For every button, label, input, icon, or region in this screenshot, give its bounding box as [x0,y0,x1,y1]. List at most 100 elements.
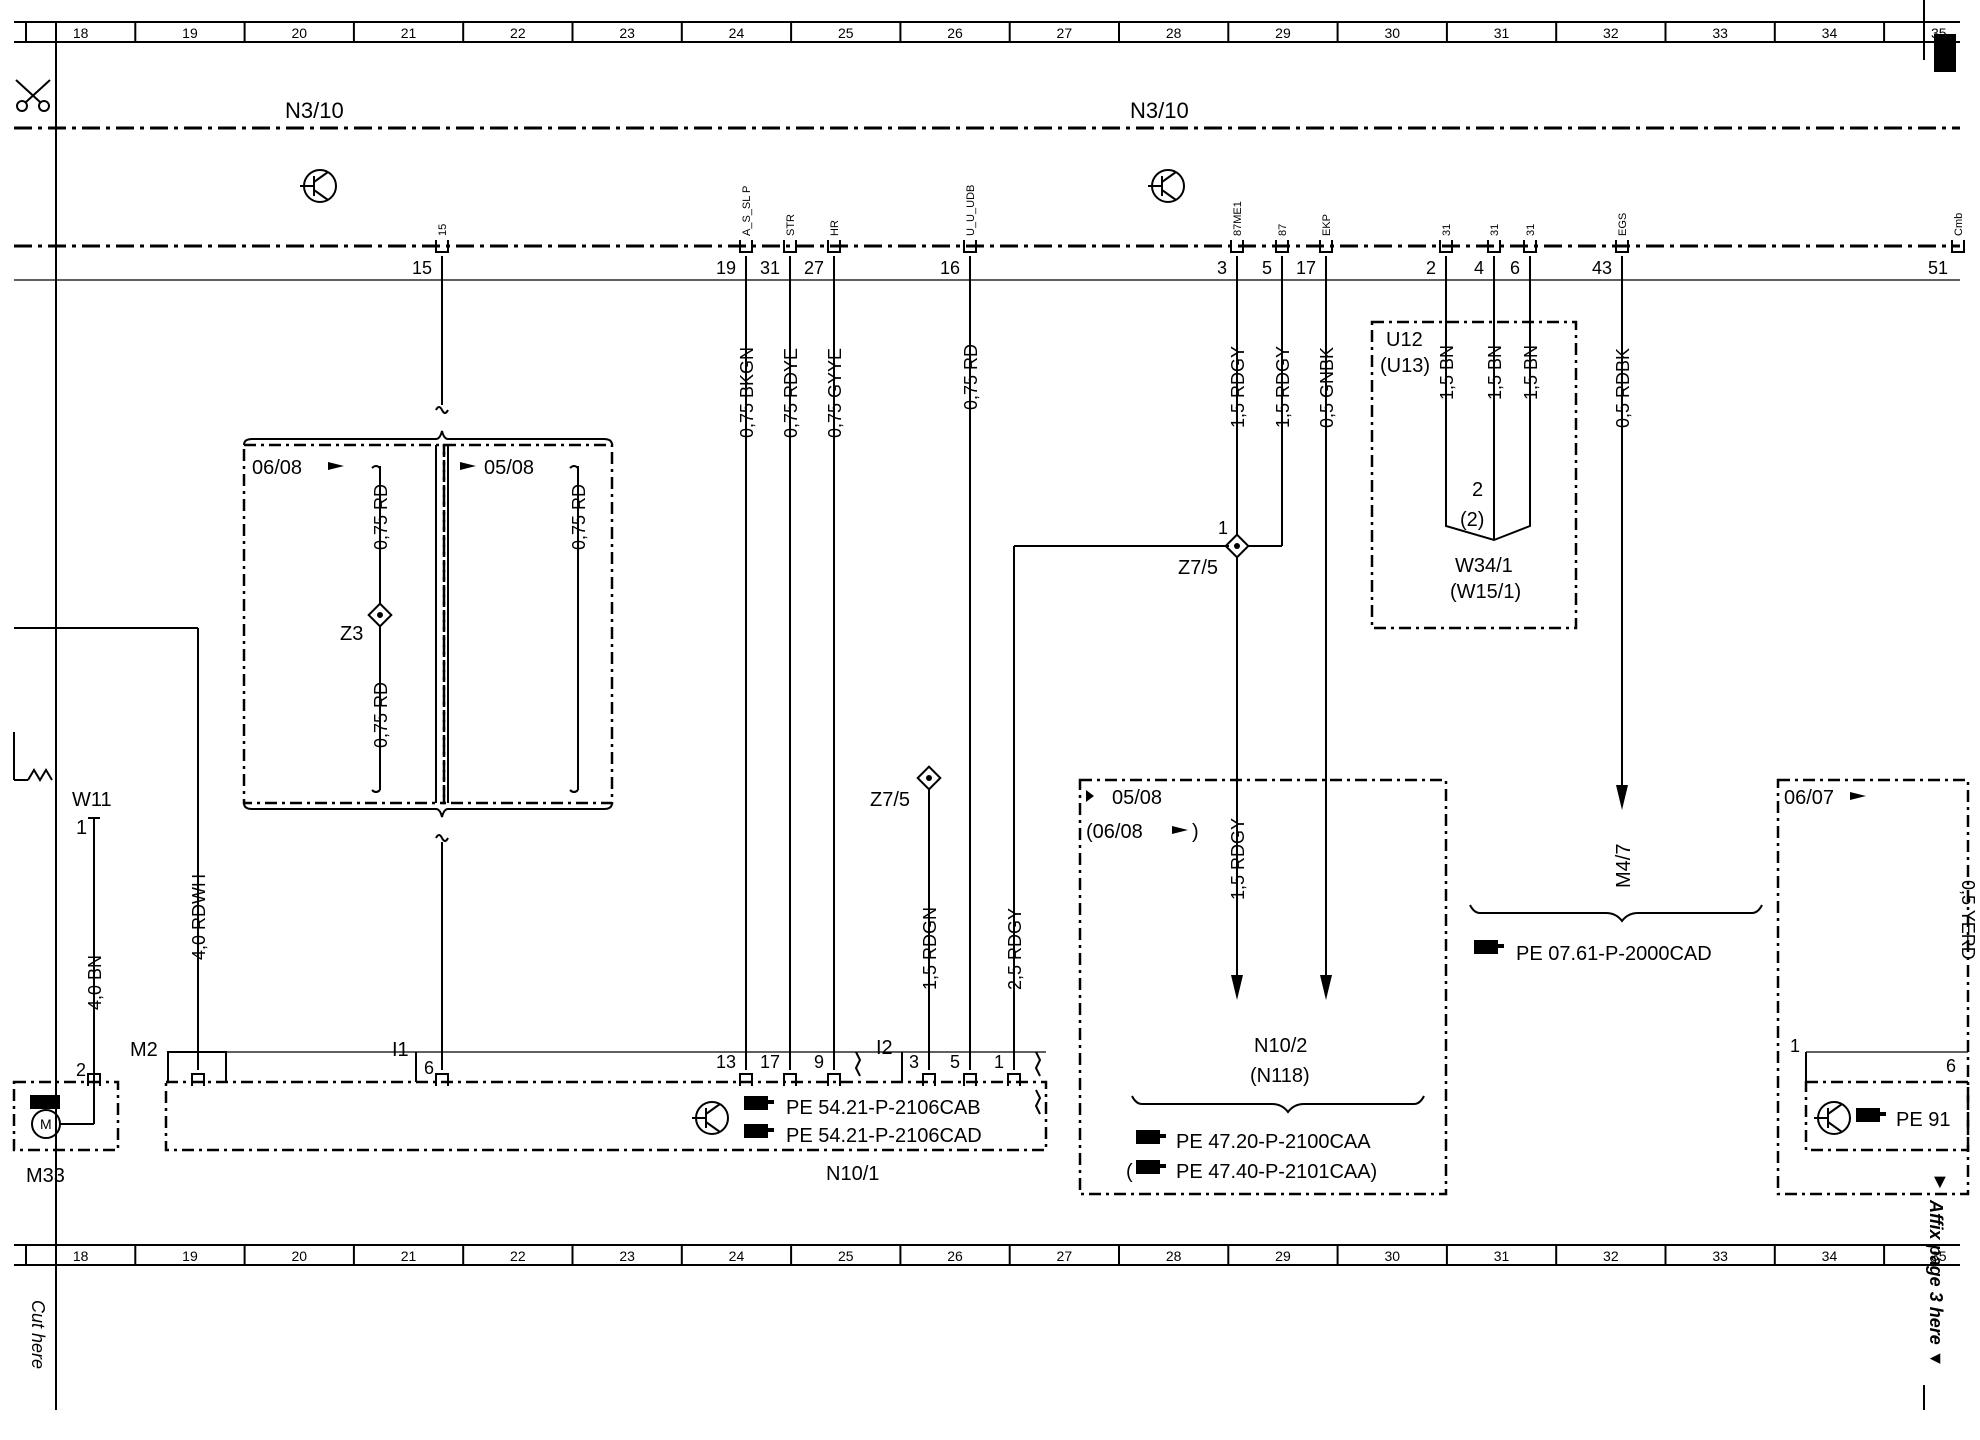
heater-icon [13,732,53,782]
connector-pin [191,1073,205,1086]
connector-pin [963,240,977,253]
w11-pin: 1 [76,817,87,839]
splice-label: Z7/5 [1178,557,1218,579]
junction-pin-alt: (2) [1460,509,1484,531]
splice-z7-5-lower [916,765,942,791]
wire-ends [371,465,579,793]
grid-column-number: 18 [73,25,89,41]
wire-junction [1445,520,1531,542]
wire-label: 0,5 GNBK [1317,347,1337,428]
wire-label: 0,75 RDYE [781,348,801,438]
pointing-hand-icon [744,1096,774,1110]
pe-ref-open: ( [1126,1161,1133,1183]
connector-pin [87,1073,101,1086]
brace-bottom [243,802,613,818]
n10-2-box [1078,778,1448,1196]
u12-box [1370,320,1578,630]
connector-pin-number: 3 [1217,258,1227,278]
connector-signal-label: 15 [437,224,449,236]
motor-icon: M [30,1095,95,1139]
connector-pin [827,1073,841,1086]
grid-column-number: 25 [838,25,854,41]
wire-label: 1,5 RDGY [1228,818,1248,900]
affix-arrow: ▼ [1930,1171,1950,1193]
connector-pin [1007,1073,1021,1086]
grid-column-number: 27 [1057,25,1073,41]
connector-signal-label: 87 [1277,224,1289,236]
splice-label: Z3 [340,623,363,645]
m2-bracket [167,1051,227,1082]
pin-number: 6 [424,1058,434,1078]
connector-pin-number: 27 [804,258,824,278]
right-box [1776,778,1970,1196]
n10-2-alt-label: (N118) [1250,1065,1310,1087]
connector-signal-label: EKP [1321,214,1333,236]
pin-number: 1 [1790,1036,1800,1056]
connector-pin-number: 15 [412,258,432,278]
arrow-icon [1320,975,1332,1000]
connector-signal-label: U_U_UDB [965,185,977,236]
ref-label: ) [1192,821,1199,843]
grid-column-number: 34 [1822,1248,1838,1264]
connector-signal-label: A_S_SL P [741,186,753,236]
connector-pin [1951,240,1965,253]
z3-box-left [242,443,446,805]
grid-column-number: 28 [1166,1248,1182,1264]
module-label-n3-10-left: N3/10 [285,98,344,123]
grid-column-number: 22 [510,1248,526,1264]
pointing-hand-icon [744,1124,774,1138]
i2-label: I2 [876,1037,893,1059]
wire-label: 1,5 BN [1521,345,1541,400]
wire-break [435,406,449,414]
grid-column-number: 21 [401,25,417,41]
pointing-hand-icon [1136,1130,1166,1144]
brace-top [243,430,613,446]
wire-label: 1,5 RDGY [1228,346,1248,428]
grid-column-number: 32 [1603,25,1619,41]
ref-label: 06/08 [252,457,302,479]
transistor-icon [1814,1101,1851,1135]
connector-signal-label: HR [829,220,841,236]
transistor-icon [692,1101,729,1135]
connector-pin [1319,240,1333,253]
pin-number: 2 [76,1060,86,1080]
pin-number: 3 [909,1052,919,1072]
wire-break [435,834,449,842]
arrow-right-icon [1172,826,1188,834]
w34-1-label: W34/1 [1455,555,1513,577]
grid-column-number: 25 [838,1248,854,1264]
connector-signal-label: 31 [1525,224,1537,236]
affix-label: Affix page 3 here ▼ [1926,1199,1946,1368]
connector-signal-label: 31 [1441,224,1453,236]
connector-pin-number: 2 [1426,258,1436,278]
grid-column-number: 20 [291,1248,307,1264]
connector-signal-label: Cmb [1953,213,1965,236]
grid-column-number: 18 [73,1248,89,1264]
connector-pin [783,240,797,253]
grid-column-number: 22 [510,25,526,41]
pointing-hand-icon [1136,1160,1166,1174]
i1-label: I1 [392,1039,409,1061]
wire-label: 1,5 BN [1485,345,1505,400]
pin-number: 5 [950,1052,960,1072]
connector-pin-number: 16 [940,258,960,278]
svg-text:M: M [40,1116,52,1132]
wire-break [1034,1051,1042,1115]
connector-pin-number: 43 [1592,258,1612,278]
brace [1469,904,1763,923]
arrow-icon [1231,975,1243,1000]
ref-label: 05/08 [1112,787,1162,809]
cut-here-label: Cut here [28,1300,48,1369]
grid-column-number: 33 [1712,25,1728,41]
connector-pin-number: 19 [716,258,736,278]
splice-z7-5 [1224,533,1250,559]
grid-column-number: 30 [1384,25,1400,41]
grid-column-number: 28 [1166,25,1182,41]
pin-number: 6 [1946,1056,1956,1076]
wire-label: 0,5 RDBK [1613,348,1633,428]
grid-column-number: 20 [291,25,307,41]
connector-pin-number: 51 [1928,258,1948,278]
grid-column-number: 32 [1603,1248,1619,1264]
